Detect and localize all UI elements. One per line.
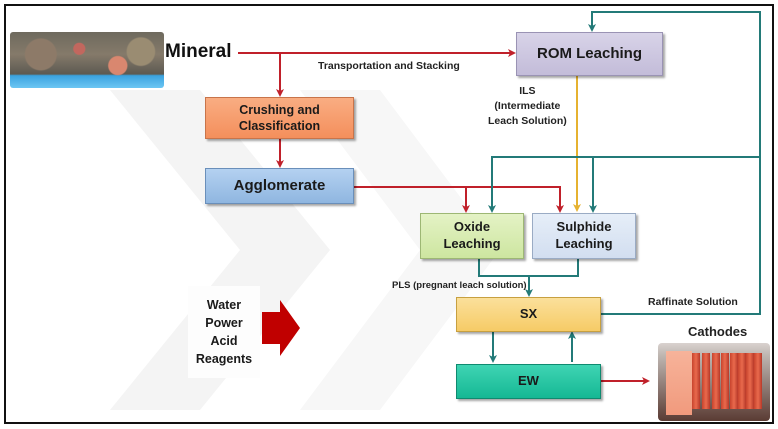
inputs-list: Water Power Acid Reagents	[188, 286, 260, 378]
edge-agglomerate-to-sulphide	[354, 186, 564, 213]
input-reagents: Reagents	[195, 352, 253, 367]
transport-label: Transportation and Stacking	[318, 60, 460, 72]
ew-label: EW	[518, 373, 539, 389]
sulphide-label-line2: Leaching	[555, 236, 613, 251]
inputs-arrow	[262, 300, 300, 356]
sx-label: SX	[519, 306, 538, 322]
ils-label-line3: Leach Solution)	[488, 115, 567, 128]
input-acid: Acid	[210, 334, 238, 348]
rom-leaching-node[interactable]: ROM Leaching	[516, 32, 663, 76]
sulphide-leaching-node[interactable]: Sulphide Leaching	[532, 213, 636, 259]
oxide-label-line1: Oxide	[453, 219, 491, 235]
copper-cathodes-image	[658, 343, 770, 421]
ils-label: ILS (Intermediate Leach Solution)	[488, 84, 567, 130]
crushing-label-line2: Classification	[238, 119, 321, 133]
cathodes-label: Cathodes	[688, 324, 748, 339]
input-water: Water	[206, 297, 242, 312]
crushing-label-line1: Crushing and	[239, 102, 320, 117]
mineral-label: Mineral	[165, 41, 232, 62]
rom-leaching-label: ROM Leaching	[536, 45, 642, 63]
edge-raffinate-to-rom	[588, 11, 761, 315]
crushing-classification-node[interactable]: Crushing and Classification	[205, 97, 354, 139]
ore-rock-image	[10, 32, 164, 88]
oxide-label-line2: Leaching	[443, 236, 501, 251]
edge-raffinate-to-oxide	[488, 156, 760, 213]
agglomerate-node[interactable]: Agglomerate	[205, 168, 354, 204]
oxide-leaching-node[interactable]: Oxide Leaching	[420, 213, 524, 259]
agglomerate-label: Agglomerate	[233, 177, 326, 195]
ils-label-line2: (Intermediate	[494, 100, 561, 113]
ils-label-line1: ILS	[519, 85, 536, 97]
ew-node[interactable]: EW	[456, 364, 601, 399]
sulphide-label-line1: Sulphide	[556, 219, 612, 235]
raffinate-label: Raffinate Solution	[648, 296, 738, 308]
sx-node[interactable]: SX	[456, 297, 601, 332]
pls-label: PLS (pregnant leach solution)	[392, 280, 527, 291]
input-power: Power	[205, 315, 243, 330]
edge-oxide-pls	[478, 259, 579, 277]
